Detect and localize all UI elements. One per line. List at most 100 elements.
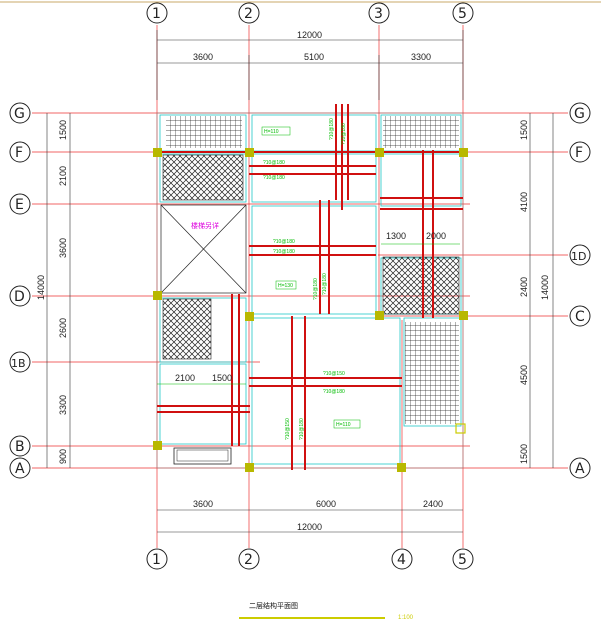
bottom-dimensions: 3600 6000 2400 12000 bbox=[157, 499, 463, 533]
axis-bubble: F bbox=[569, 141, 591, 163]
rebar-label: ?10@180 bbox=[299, 418, 305, 440]
dim-bottom-span: 2400 bbox=[423, 499, 443, 509]
rebar-label: ?10@180 bbox=[273, 249, 295, 255]
slab-thickness-label: H=130 bbox=[278, 283, 293, 289]
stair-label: 楼梯另详 bbox=[191, 221, 219, 230]
svg-text:G: G bbox=[14, 106, 25, 122]
axis-bubble: 1D bbox=[569, 244, 591, 266]
axis-bubbles-bottom: 1 2 4 5 bbox=[146, 548, 474, 570]
dim-left-span: 2600 bbox=[58, 318, 68, 338]
dim-right-span: 1500 bbox=[519, 444, 529, 464]
svg-text:1: 1 bbox=[152, 552, 161, 568]
svg-text:A: A bbox=[575, 461, 585, 477]
top-dimensions: 12000 3600 5100 3300 bbox=[156, 30, 464, 100]
axis-bubbles-left: G F E D 1B B A bbox=[9, 102, 31, 479]
dim-right-total: 14000 bbox=[540, 275, 550, 300]
axis-bubble: 1 bbox=[146, 2, 168, 24]
svg-text:B: B bbox=[15, 439, 25, 455]
svg-text:5: 5 bbox=[458, 6, 467, 22]
drawing-title: 二层结构平面图 bbox=[249, 601, 298, 610]
dim-top-span: 5100 bbox=[304, 52, 324, 62]
dim-left-span: 2100 bbox=[58, 166, 68, 186]
axis-bubble: A bbox=[569, 457, 591, 479]
svg-text:A: A bbox=[15, 461, 25, 477]
rebar-annotations: H=110 ?10@180 ?10@180 ?10@180 ?10@180 ?1… bbox=[157, 118, 460, 440]
rebar-label: ?10@150 bbox=[323, 371, 345, 377]
dim-left-span: 900 bbox=[58, 449, 68, 464]
left-dimensions: 14000 1500 2100 3600 2600 3300 900 bbox=[36, 113, 71, 468]
svg-text:1B: 1B bbox=[11, 357, 26, 370]
inner-dimensions: 1300 2000 2100 1500 bbox=[175, 231, 446, 383]
svg-text:1: 1 bbox=[152, 6, 161, 22]
axis-bubble: 4 bbox=[391, 548, 413, 570]
dim-left-total: 14000 bbox=[36, 275, 46, 300]
dim-right-span: 4100 bbox=[519, 192, 529, 212]
balcony-outline bbox=[173, 447, 232, 465]
dim-top-span: 3300 bbox=[411, 52, 431, 62]
axis-bubble: E bbox=[9, 193, 31, 215]
dim-left-span: 3300 bbox=[58, 395, 68, 415]
dim-left-span: 1500 bbox=[58, 120, 68, 140]
drawing-scale: 1:100 bbox=[398, 615, 414, 621]
inner-dim: 2100 bbox=[175, 373, 195, 383]
rebar-label: ?10@180 bbox=[329, 118, 335, 140]
svg-text:E: E bbox=[15, 197, 24, 213]
inner-dim: 2000 bbox=[426, 231, 446, 241]
rebar-label: ?10@180 bbox=[313, 278, 319, 300]
axis-bubble: 3 bbox=[368, 2, 390, 24]
beams bbox=[157, 104, 463, 470]
rebar-label: ?10@180 bbox=[341, 123, 347, 145]
right-dimensions: 14000 1500 4100 2400 4500 1500 bbox=[519, 113, 554, 468]
dim-bottom-total: 12000 bbox=[297, 522, 322, 532]
dim-top-span: 3600 bbox=[193, 52, 213, 62]
dim-bottom-span: 3600 bbox=[193, 499, 213, 509]
columns bbox=[153, 148, 468, 472]
axis-bubble: G bbox=[9, 102, 31, 124]
inner-dim: 1300 bbox=[386, 231, 406, 241]
axis-bubble: C bbox=[569, 305, 591, 327]
rebar-label: ?10@150 bbox=[285, 418, 291, 440]
slab-thickness-label: H=110 bbox=[336, 422, 351, 428]
dim-top-total: 12000 bbox=[297, 30, 322, 40]
axis-bubble: G bbox=[569, 102, 591, 124]
axis-bubble: 5 bbox=[452, 2, 474, 24]
hatched-panels bbox=[162, 116, 460, 424]
rebar-label: ?10@180 bbox=[273, 239, 295, 245]
slab-thickness-label: H=110 bbox=[264, 129, 279, 135]
svg-text:2: 2 bbox=[244, 6, 253, 22]
axis-bubbles-top: 1 2 3 5 bbox=[146, 2, 474, 24]
rebar-label: ?10@180 bbox=[323, 389, 345, 395]
dim-right-span: 2400 bbox=[519, 277, 529, 297]
axis-bubble: 1B bbox=[9, 351, 31, 373]
rebar-label: ?10@180 bbox=[263, 175, 285, 181]
axis-bubble: 5 bbox=[452, 548, 474, 570]
rebar-label: ?10@180 bbox=[263, 160, 285, 166]
dim-bottom-span: 6000 bbox=[316, 499, 336, 509]
axis-bubble: 1 bbox=[146, 548, 168, 570]
svg-text:5: 5 bbox=[458, 552, 467, 568]
stair-opening bbox=[160, 204, 247, 294]
dim-left-span: 3600 bbox=[58, 238, 68, 258]
axis-bubbles-right: G F 1D C A bbox=[569, 102, 591, 479]
svg-text:1D: 1D bbox=[571, 250, 586, 263]
axis-bubble: A bbox=[9, 457, 31, 479]
axis-bubble: B bbox=[9, 435, 31, 457]
svg-text:2: 2 bbox=[244, 552, 253, 568]
dim-right-span: 1500 bbox=[519, 120, 529, 140]
svg-text:4: 4 bbox=[397, 552, 406, 568]
axis-bubble: 2 bbox=[238, 2, 260, 24]
axis-grid-lines bbox=[32, 25, 568, 548]
rebar-label: ?10@180 bbox=[322, 273, 328, 295]
inner-dim: 1500 bbox=[212, 373, 232, 383]
axis-bubble: F bbox=[9, 141, 31, 163]
svg-text:C: C bbox=[575, 309, 585, 325]
svg-text:G: G bbox=[574, 106, 585, 122]
svg-text:3: 3 bbox=[374, 6, 383, 22]
axis-bubble: 2 bbox=[238, 548, 260, 570]
svg-text:D: D bbox=[14, 289, 25, 305]
axis-bubble: D bbox=[9, 285, 31, 307]
svg-text:F: F bbox=[15, 145, 23, 161]
svg-text:F: F bbox=[575, 145, 583, 161]
dim-right-span: 4500 bbox=[519, 365, 529, 385]
